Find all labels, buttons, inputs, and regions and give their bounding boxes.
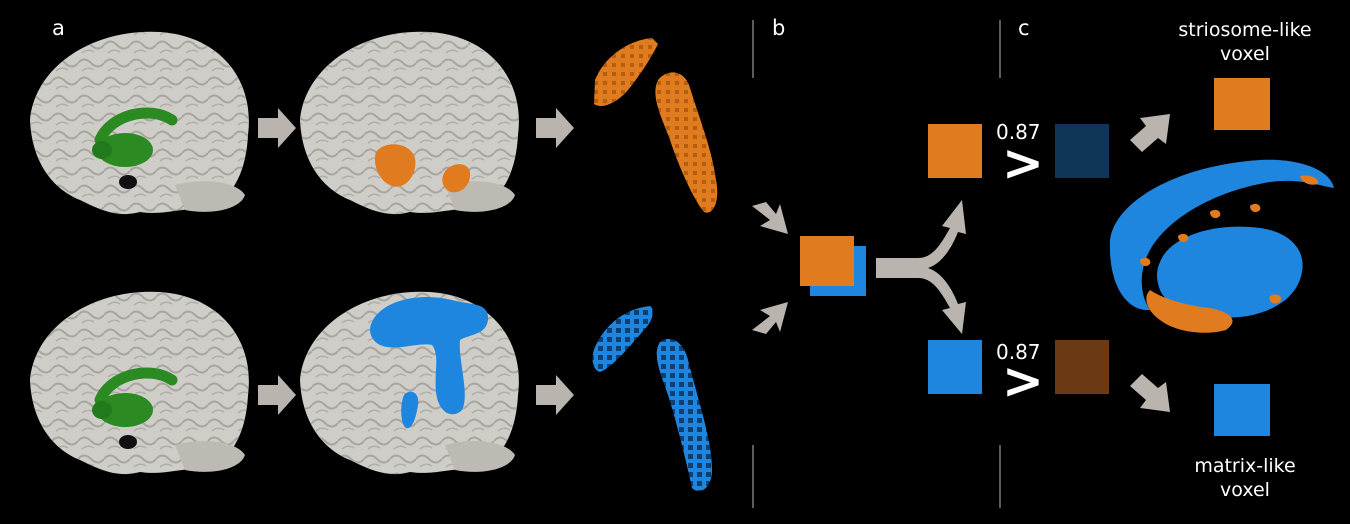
arrows-panel-a bbox=[258, 108, 574, 415]
greater-than-top: > bbox=[1002, 134, 1044, 192]
arrow-right-1 bbox=[258, 108, 296, 148]
compared-striosome-square bbox=[1055, 340, 1109, 394]
panel-label-b: b bbox=[772, 16, 786, 40]
greater-than-bottom: > bbox=[1002, 352, 1044, 410]
matrix-voxel-map bbox=[592, 306, 712, 492]
arrow-right-4 bbox=[536, 375, 574, 415]
striosome-target-region-1 bbox=[374, 144, 416, 187]
striosome-label-line1: striosome-like bbox=[1178, 19, 1312, 41]
matrix-like-voxel-label: matrix-like voxel bbox=[1140, 454, 1350, 502]
arrows-panel-b bbox=[752, 200, 966, 334]
arrows-panel-c bbox=[1130, 114, 1170, 412]
panel-label-c: c bbox=[1018, 16, 1030, 40]
arrow-right-2 bbox=[536, 108, 574, 148]
arrow-diag-down bbox=[752, 202, 788, 234]
arrow-to-matrix bbox=[1130, 374, 1170, 412]
striosome-label-line2: voxel bbox=[1220, 43, 1270, 65]
striosome-like-voxel-label: striosome-like voxel bbox=[1140, 18, 1350, 66]
matrix-probability-square bbox=[928, 340, 982, 394]
brain-top-target bbox=[300, 31, 519, 215]
arrow-to-striosome bbox=[1130, 114, 1170, 152]
arrow-diag-up bbox=[752, 302, 788, 334]
arrow-right-3 bbox=[258, 375, 296, 415]
matrix-label-line2: voxel bbox=[1220, 479, 1270, 501]
matrix-target-region-1 bbox=[370, 296, 489, 415]
combined-voxel-striosome bbox=[800, 236, 854, 286]
threshold-value-bottom: 0.87 bbox=[996, 340, 1041, 364]
brain-bottom-seed bbox=[30, 291, 249, 475]
compared-matrix-square bbox=[1055, 124, 1109, 178]
panel-label-a: a bbox=[52, 16, 65, 40]
matrix-target-region-2 bbox=[401, 391, 419, 429]
brain-top-seed bbox=[30, 31, 249, 215]
brain-bottom-target bbox=[300, 291, 519, 475]
striosome-target-region-2 bbox=[442, 164, 471, 193]
striosome-output-square bbox=[1214, 78, 1270, 130]
threshold-value-top: 0.87 bbox=[996, 120, 1041, 144]
striosome-voxel-map bbox=[594, 38, 718, 213]
striatum-render bbox=[1109, 159, 1334, 333]
split-arrow bbox=[876, 200, 966, 334]
striosome-probability-square bbox=[928, 124, 982, 178]
matrix-label-line1: matrix-like bbox=[1194, 455, 1296, 477]
putamen-shape bbox=[97, 133, 153, 167]
caudate-shape bbox=[94, 107, 178, 146]
matrix-output-square bbox=[1214, 384, 1270, 436]
